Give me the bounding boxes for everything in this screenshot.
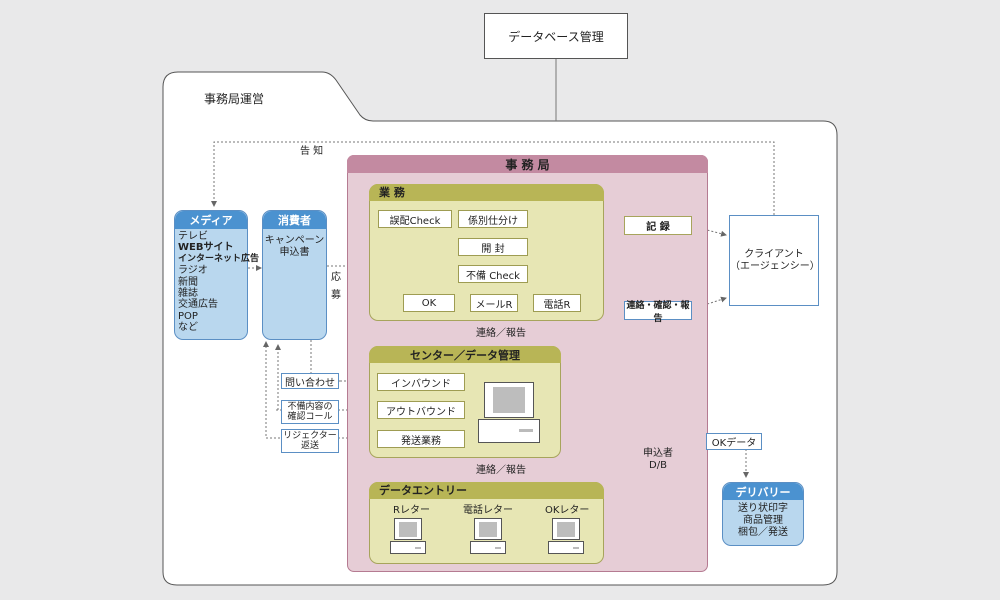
inbound-box: インバウンド	[377, 373, 465, 391]
ok-data-label: OKデータ	[706, 433, 762, 450]
computer-base-icon	[470, 541, 506, 554]
kaihai-check-box: 誤配Check	[378, 210, 452, 228]
reject-line2: 返送	[300, 441, 319, 451]
toiawase-label: 問い合わせ	[281, 373, 339, 389]
kaifu-box: 開 封	[458, 238, 528, 256]
denwa-letter-label: 電話レター	[463, 505, 513, 516]
client-box: クライアント （エージェンシー）	[729, 215, 820, 306]
ok-box: OK	[403, 294, 455, 312]
computer-monitor-icon	[552, 518, 580, 540]
consumer-line1: キャンペーン	[264, 235, 325, 246]
database-management-label: データベース管理	[508, 29, 604, 44]
reject-line1: リジェクター	[283, 431, 337, 441]
computer-monitor-icon	[484, 382, 534, 418]
media-item: ラジオ	[178, 265, 208, 277]
data-entry-title: データエントリー	[369, 482, 604, 499]
computer-base-icon	[478, 419, 540, 443]
ok-letter-label: OKレター	[545, 505, 590, 516]
media-item: WEBサイト	[178, 242, 234, 254]
center-title: センター／データ管理	[369, 346, 561, 363]
client-line2: （エージェンシー）	[730, 260, 820, 272]
kiroku-label: 記 録	[624, 216, 692, 235]
denwa-r-box: 電話R	[533, 294, 581, 312]
computer-base-icon	[548, 541, 584, 554]
delivery-line1: 送り状印字	[738, 503, 788, 514]
delivery-box: デリバリー 送り状印字 商品管理 梱包／発送	[722, 482, 804, 546]
fubi-label: 不備内容の 確認コール	[281, 400, 339, 424]
oubo-char1: 応	[331, 272, 341, 283]
hassou-box: 発送業務	[377, 430, 465, 448]
fubi-line2: 確認コール	[287, 412, 333, 422]
media-item: 交通広告	[178, 299, 218, 311]
notice-label: 告 知	[300, 146, 324, 157]
database-management-box: データベース管理	[484, 13, 628, 59]
media-item: など	[178, 322, 198, 334]
fubi-line1: 不備内容の	[287, 402, 333, 412]
computer-monitor-icon	[394, 518, 422, 540]
media-title: メディア	[175, 211, 247, 229]
outbound-box: アウトバウンド	[377, 401, 465, 419]
client-line1: クライアント	[744, 248, 804, 260]
media-item: POP	[178, 310, 198, 322]
computer-monitor-icon	[474, 518, 502, 540]
db-label: 申込者 D/B	[627, 445, 689, 475]
kakari-box: 係別仕分け	[458, 210, 528, 228]
reject-label: リジェクター 返送	[281, 429, 339, 453]
consumer-line2: 申込書	[279, 247, 310, 258]
media-box: メディア テレビ WEBサイト インターネット広告 ラジオ 新聞 雑誌 交通広告…	[174, 210, 260, 340]
delivery-title: デリバリー	[723, 483, 803, 500]
mail-r-box: メールR	[470, 294, 518, 312]
oubo-char2: 募	[331, 290, 341, 301]
renraku-label-1: 連絡／報告	[476, 328, 526, 339]
r-letter-label: Rレター	[393, 505, 430, 516]
renraku-label-2: 連絡／報告	[476, 465, 526, 476]
delivery-line2: 商品管理	[743, 515, 783, 526]
db-line2: D/B	[649, 460, 667, 471]
media-list: テレビ WEBサイト インターネット広告 ラジオ 新聞 雑誌 交通広告 POP …	[175, 229, 260, 334]
media-item: 雑誌	[178, 288, 198, 300]
consumer-title: 消費者	[263, 211, 326, 229]
media-item: テレビ	[178, 231, 208, 242]
renraku-kakunin-label: 連絡・確認・報告	[624, 301, 692, 324]
org-label: 事務局運営	[204, 92, 265, 106]
media-item: 新聞	[178, 276, 198, 288]
consumer-box: 消費者 キャンペーン 申込書	[262, 210, 327, 340]
delivery-line3: 梱包／発送	[738, 527, 788, 538]
gyomu-title: 業 務	[369, 184, 604, 201]
media-item: インターネット広告	[178, 253, 260, 264]
computer-base-icon	[390, 541, 426, 554]
db-line1: 申込者	[643, 448, 673, 459]
jimukyoku-title: 事 務 局	[347, 155, 708, 173]
fubi-check-box: 不備 Check	[458, 265, 528, 283]
